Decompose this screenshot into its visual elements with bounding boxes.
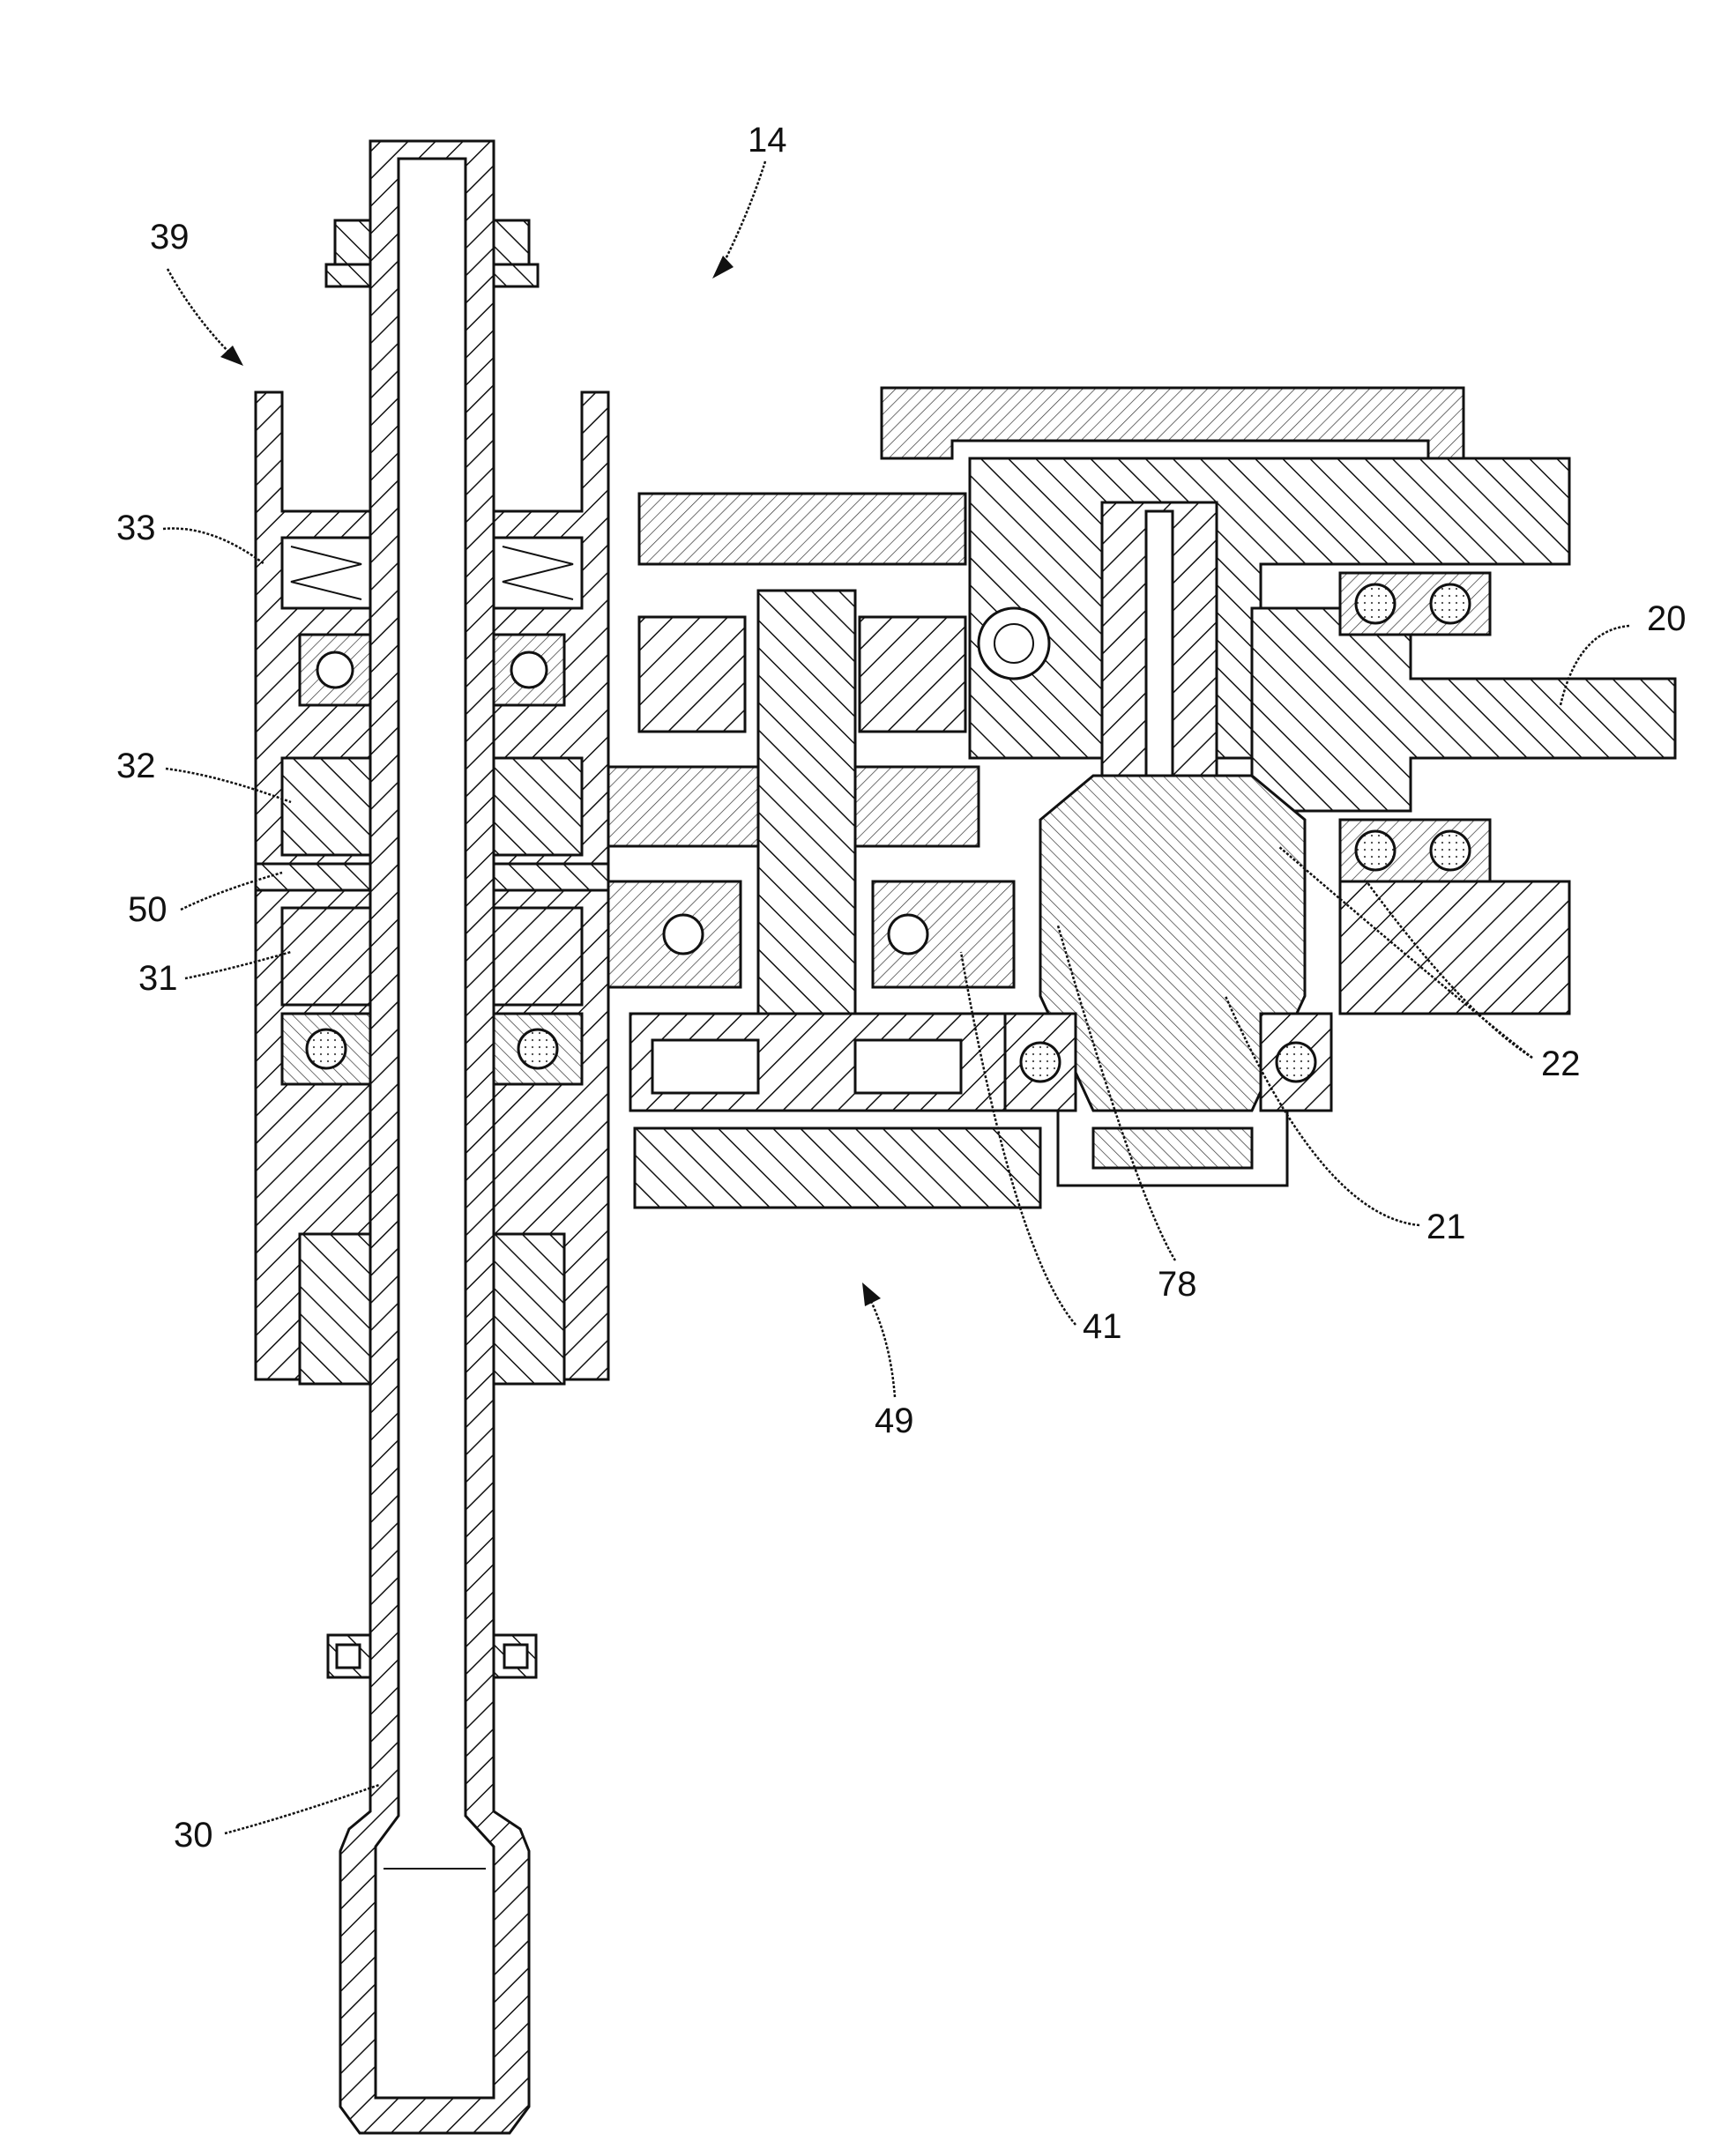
label-78: 78 bbox=[1158, 1265, 1197, 1304]
label-32: 32 bbox=[116, 747, 156, 785]
label-33: 33 bbox=[116, 509, 156, 547]
label-31: 31 bbox=[138, 959, 178, 998]
leader-14 bbox=[723, 161, 765, 264]
label-41: 41 bbox=[1083, 1307, 1122, 1346]
label-22: 22 bbox=[1541, 1045, 1581, 1083]
leader-33 bbox=[163, 529, 264, 565]
label-30: 30 bbox=[174, 1816, 213, 1855]
label-49: 49 bbox=[875, 1401, 914, 1440]
label-20: 20 bbox=[1647, 599, 1687, 638]
label-50: 50 bbox=[128, 890, 168, 929]
label-14: 14 bbox=[748, 121, 787, 160]
leader-39 bbox=[168, 269, 234, 357]
label-39: 39 bbox=[150, 218, 190, 256]
leader-49 bbox=[868, 1296, 895, 1397]
label-21: 21 bbox=[1426, 1208, 1466, 1246]
